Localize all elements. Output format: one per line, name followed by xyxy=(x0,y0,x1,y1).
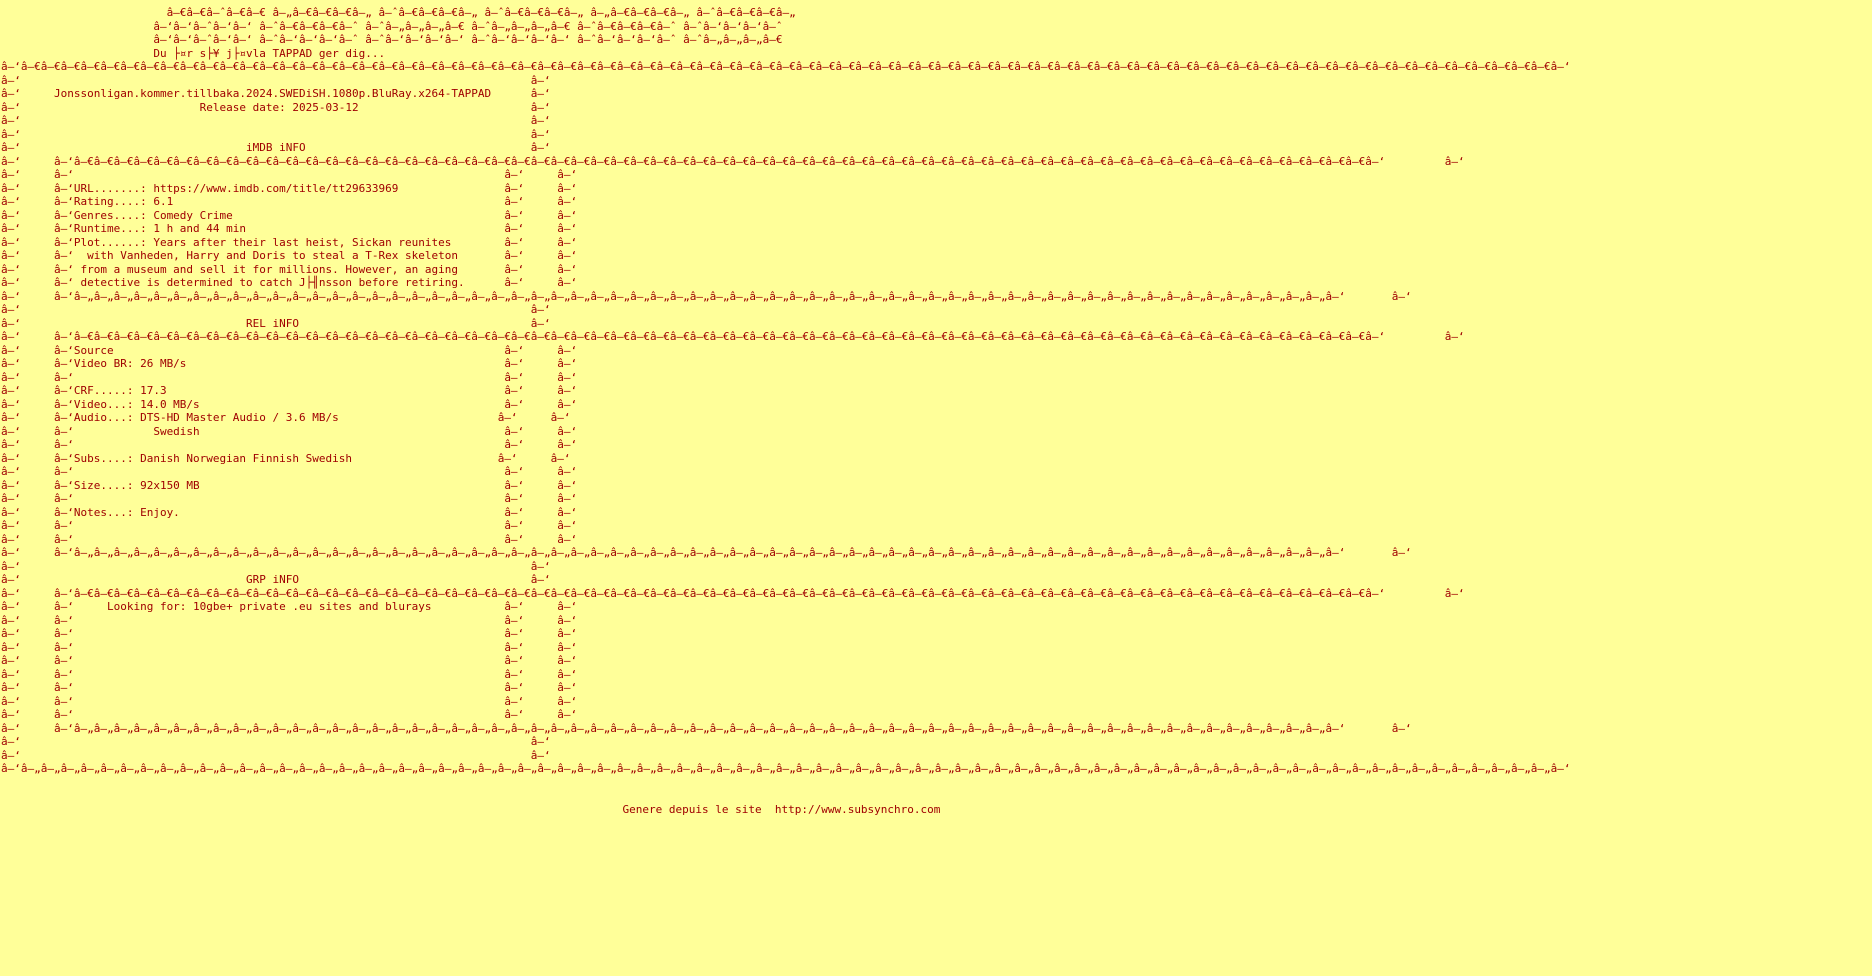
nfo-text: â–€â–€â–ˆâ–€â–€ â–„â–€â–€â–€â–„ â–ˆâ–€â–… xyxy=(1,6,1571,775)
footer-label: Genere depuis le site xyxy=(622,802,762,816)
footer-credit: Genere depuis le site http://www.subsync… xyxy=(623,803,1872,817)
footer-url-link[interactable]: http://www.subsynchro.com xyxy=(774,802,941,816)
nfo-page: â–€â–€â–ˆâ–€â–€ â–„â–€â–€â–€â–„ â–ˆâ–€â–… xyxy=(1,6,1872,817)
